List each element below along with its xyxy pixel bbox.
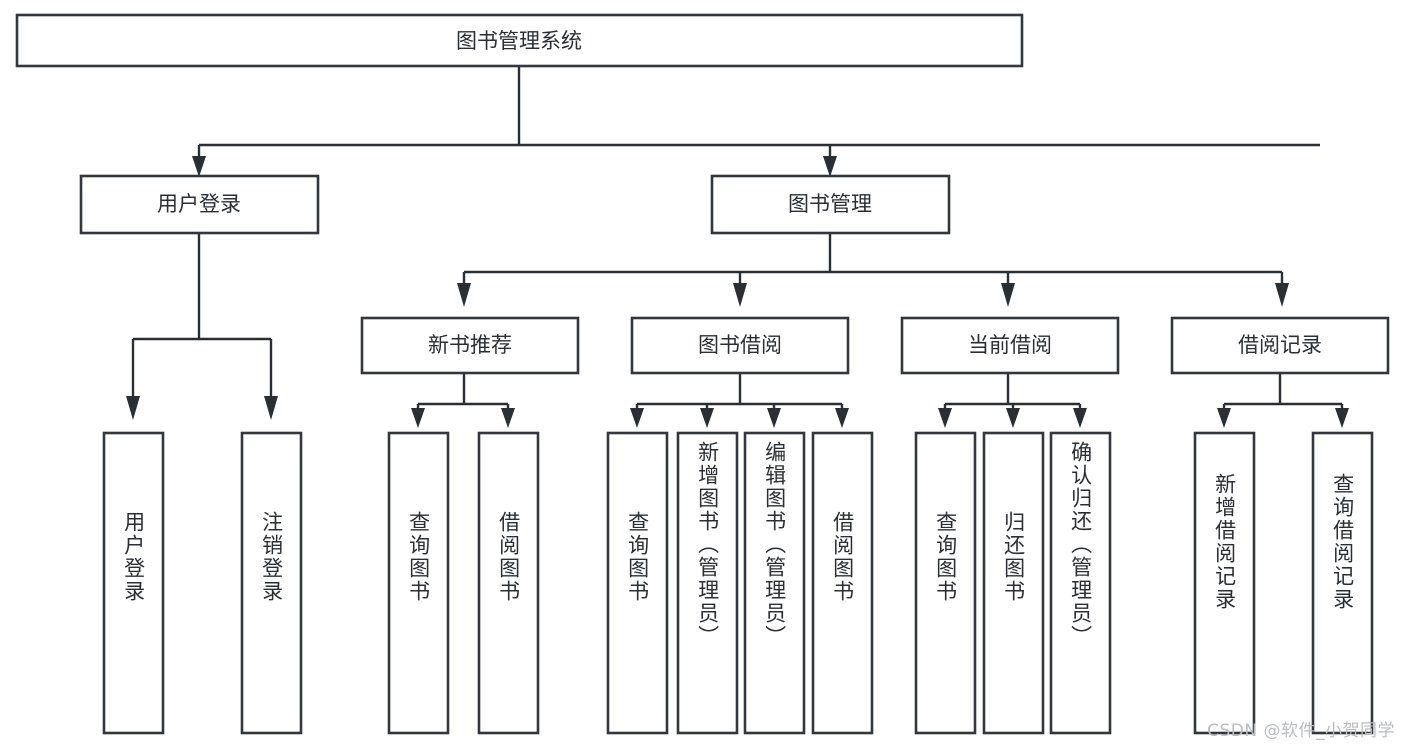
node-user-login-label: 用户登录 — [157, 192, 241, 216]
connector-bookborrow-to-leaves — [630, 373, 849, 428]
connector-bookmgmt-to-level2 — [457, 233, 1289, 307]
leaf-box-book-borrow-3[interactable] — [811, 431, 874, 735]
node-root-label: 图书管理系统 — [456, 29, 582, 53]
leaf-box-borrow-record-1[interactable] — [1311, 431, 1374, 735]
node-book-borrow-label: 图书借阅 — [698, 333, 782, 357]
node-book-management[interactable]: 图书管理 — [710, 174, 951, 235]
leaf-box-current-borrow-2[interactable] — [1049, 431, 1112, 735]
csdn-watermark: CSDN @软件_小贺同学 — [1207, 721, 1395, 741]
node-root[interactable]: 图书管理系统 — [15, 13, 1024, 68]
leaf-box-new-book-0[interactable] — [387, 431, 450, 735]
connector-currentborrow-to-leaves — [938, 373, 1087, 428]
leaf-box-user-login-0[interactable] — [102, 431, 165, 735]
leaf-box-current-borrow-1[interactable] — [982, 431, 1045, 735]
leaf-box-book-borrow-0[interactable] — [606, 431, 669, 735]
node-new-book-recommend-label: 新书推荐 — [428, 333, 512, 357]
node-current-borrow-label: 当前借阅 — [968, 333, 1052, 357]
leaf-box-current-borrow-0[interactable] — [914, 431, 977, 735]
node-book-borrow[interactable]: 图书借阅 — [630, 316, 850, 375]
leaf-box-new-book-1[interactable] — [477, 431, 540, 735]
node-borrow-record[interactable]: 借阅记录 — [1170, 316, 1390, 375]
node-new-book-recommend[interactable]: 新书推荐 — [360, 316, 580, 375]
leaf-box-user-login-1[interactable] — [240, 431, 303, 735]
node-borrow-record-label: 借阅记录 — [1238, 333, 1322, 357]
leaf-box-book-borrow-1[interactable] — [676, 431, 739, 735]
connector-borrowrecord-to-leaves — [1217, 373, 1349, 428]
connector-newbook-to-leaves — [411, 373, 515, 428]
leaf-box-borrow-record-0[interactable] — [1193, 431, 1256, 735]
leaf-box-book-borrow-2[interactable] — [743, 431, 806, 735]
node-current-borrow[interactable]: 当前借阅 — [900, 316, 1120, 375]
node-user-login[interactable]: 用户登录 — [79, 174, 320, 235]
connector-userlogin-to-leaves — [126, 233, 278, 420]
connector-root-to-level1 — [192, 66, 1320, 177]
node-book-management-label: 图书管理 — [788, 192, 872, 216]
